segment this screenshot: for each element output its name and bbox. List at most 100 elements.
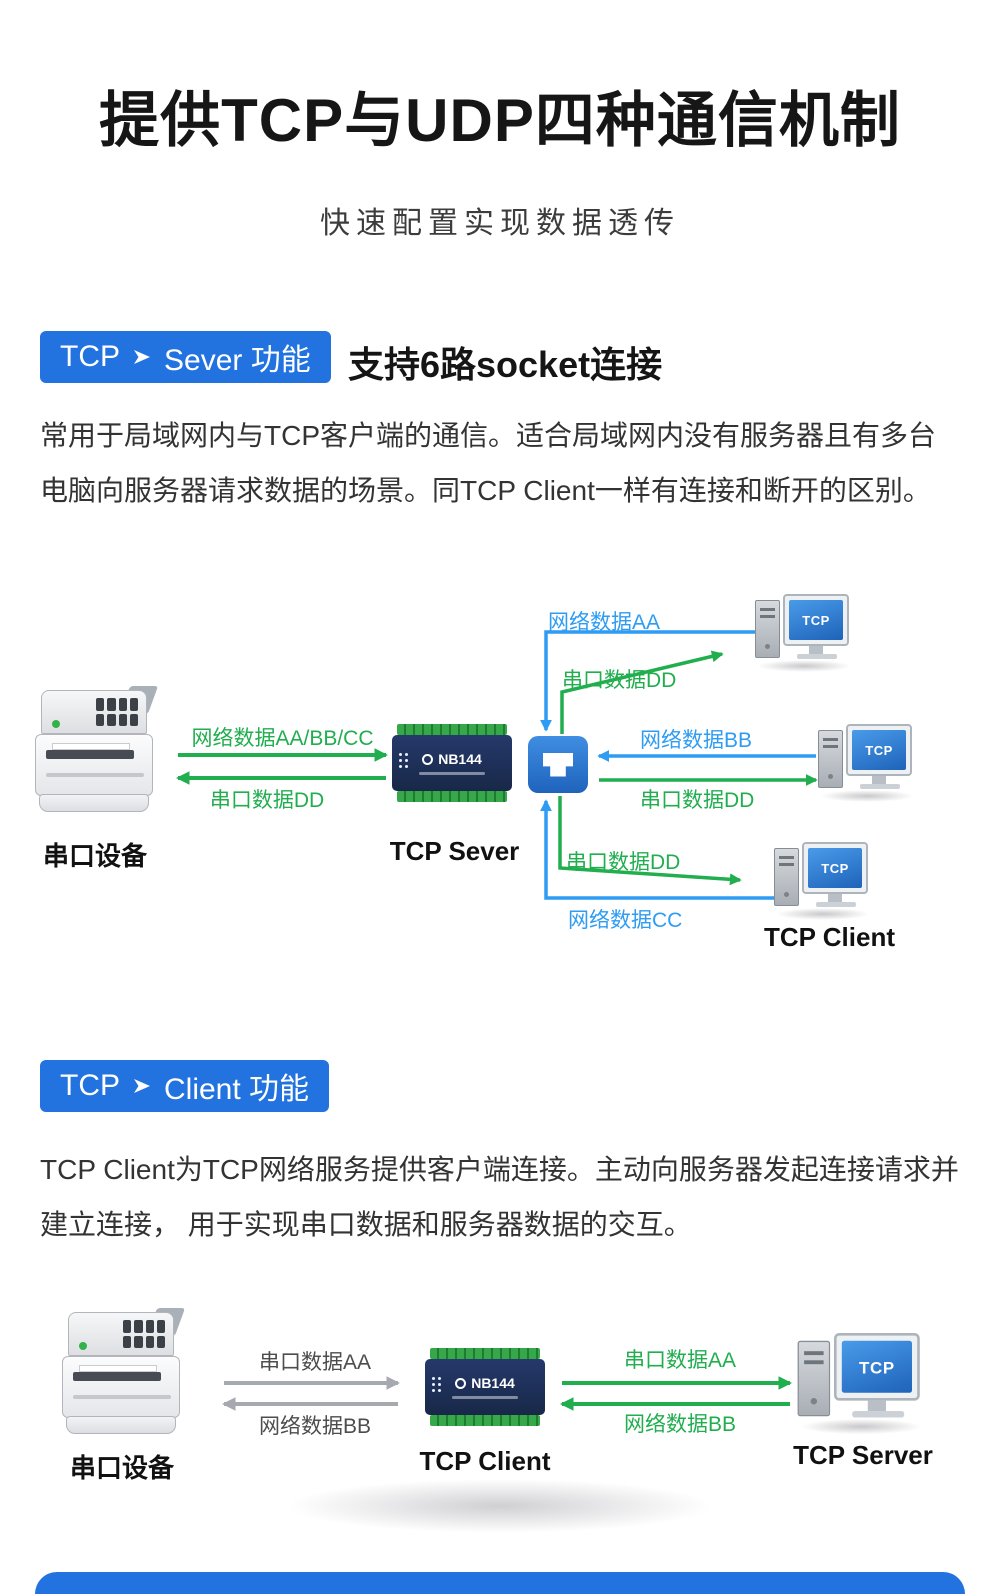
serial-device-label: 串口设备 xyxy=(42,841,147,871)
terminal-strip-top xyxy=(397,724,507,735)
badge-tcp-label: TCP xyxy=(60,340,120,373)
badge-arrow-icon xyxy=(132,1077,152,1095)
tcp-server-badge: TCP Sever 功能 xyxy=(40,331,331,383)
arrow-client-top-serial xyxy=(560,650,724,734)
device-brand: NB144 xyxy=(455,1375,515,1391)
monitor-stand xyxy=(872,776,886,784)
computer-monitor: TCP xyxy=(802,842,868,894)
computer-tower xyxy=(755,600,780,658)
computer-tower xyxy=(774,848,799,906)
printer-keypad xyxy=(96,698,138,726)
serial-device-illustration xyxy=(62,1308,186,1442)
tcp-client-caption: TCP Client xyxy=(764,922,895,952)
serial-server-device: NB144 xyxy=(392,724,512,802)
page-subtitle: 快速配置实现数据透传 xyxy=(320,207,680,240)
monitor-base xyxy=(797,654,837,659)
pc-client-middle: TCP xyxy=(816,724,916,802)
printer-body xyxy=(35,734,153,796)
device-model: NB144 xyxy=(438,751,482,767)
monitor-screen-text: TCP xyxy=(802,612,830,628)
computer-monitor: TCP xyxy=(834,1333,920,1401)
printer-paper xyxy=(52,743,130,750)
device-logo-icon xyxy=(455,1377,467,1389)
rj45-connector-icon xyxy=(543,752,573,777)
tcp-server-caption: TCP Server xyxy=(793,1440,933,1470)
terminal-strip-top xyxy=(430,1348,540,1359)
tcp-client-description: TCP Client为TCP网络服务提供客户端连接。主动向服务器发起连接请求并建… xyxy=(40,1154,959,1240)
pc-client-bottom: TCP xyxy=(772,842,872,920)
monitor-screen: TCP xyxy=(852,730,906,770)
label-net-data-bb: 网络数据BB xyxy=(640,729,753,752)
ethernet-port-icon xyxy=(528,736,588,793)
printer-lower-slot xyxy=(73,1395,171,1399)
badge-arrow-icon xyxy=(132,348,152,366)
label-serial-data-dd-left: 串口数据DD xyxy=(209,789,325,812)
badge-function-label: Client 功能 xyxy=(164,1073,310,1106)
computer-tower xyxy=(818,730,843,788)
pc-tcp-server: TCP xyxy=(795,1333,925,1435)
label-serial-data-aa-left: 串口数据AA xyxy=(258,1351,371,1374)
page-title: 提供TCP与UDP四种通信机制 xyxy=(99,87,901,154)
monitor-stand xyxy=(828,894,842,902)
printer-output-slot xyxy=(73,1372,161,1381)
printer-paper xyxy=(79,1365,157,1372)
device-subtitle-line xyxy=(452,1396,518,1399)
label-serial-data-dd-bottom: 串口数据DD xyxy=(566,851,681,874)
arrow-client-bottom-serial xyxy=(558,796,742,886)
serial-device-illustration xyxy=(35,686,159,820)
label-net-data-cc: 网络数据CC xyxy=(568,909,683,932)
tcp-client-arrows xyxy=(221,1376,793,1411)
label-serial-data-aa-right: 串口数据AA xyxy=(623,1349,736,1372)
monitor-screen-text: TCP xyxy=(859,1357,895,1377)
section-soft-shadow xyxy=(280,1478,720,1534)
printer-lower-slot xyxy=(46,773,144,777)
tcp-server-description: 常用于局域网内与TCP客户端的通信。适合局域网内没有服务器且有多台电脑向服务器请… xyxy=(40,420,937,506)
terminal-strip-bottom xyxy=(430,1415,540,1426)
terminal-strip-bottom xyxy=(397,791,507,802)
pc-client-top: TCP xyxy=(753,594,853,672)
computer-tower xyxy=(797,1340,831,1417)
printer-body xyxy=(62,1356,180,1418)
printer-foot xyxy=(39,794,149,812)
printer-top-panel xyxy=(68,1312,174,1356)
computer-shadow xyxy=(776,908,870,920)
arrow-client-top-net xyxy=(540,630,756,732)
computer-monitor: TCP xyxy=(783,594,849,646)
label-serial-data-dd-middle: 串口数据DD xyxy=(640,789,755,812)
serial-device-label: 串口设备 xyxy=(69,1453,174,1483)
device-model: NB144 xyxy=(471,1375,515,1391)
device-leds xyxy=(432,1377,441,1392)
label-net-data-bb-left: 网络数据BB xyxy=(258,1415,371,1438)
printer-led xyxy=(52,720,60,728)
device-body: NB144 xyxy=(425,1359,545,1415)
tcp-server-device-label: TCP Sever xyxy=(389,836,520,866)
printer-keypad xyxy=(123,1320,165,1348)
monitor-screen: TCP xyxy=(841,1340,912,1393)
label-net-data-aa: 网络数据AA xyxy=(548,611,661,634)
monitor-screen-text: TCP xyxy=(821,860,849,876)
computer-shadow xyxy=(757,660,851,672)
monitor-screen-text: TCP xyxy=(865,742,893,758)
device-leds xyxy=(399,753,408,768)
monitor-base xyxy=(860,784,900,789)
device-brand: NB144 xyxy=(422,751,482,767)
printer-foot xyxy=(66,1416,176,1434)
monitor-stand xyxy=(809,646,823,654)
monitor-base xyxy=(852,1411,905,1418)
tcp-client-badge: TCP Client 功能 xyxy=(40,1060,330,1112)
computer-monitor: TCP xyxy=(846,724,912,776)
monitor-stand xyxy=(867,1400,886,1411)
tcp-server-heading: 支持6路socket连接 xyxy=(348,344,663,385)
next-section-top-bar xyxy=(35,1572,965,1594)
label-net-data-bb-right: 网络数据BB xyxy=(623,1413,736,1436)
badge-tcp-label: TCP xyxy=(60,1069,120,1102)
tcp-server-arrows xyxy=(175,630,818,900)
tcp-client-device-label: TCP Client xyxy=(419,1446,551,1476)
monitor-base xyxy=(816,902,856,907)
computer-shadow xyxy=(800,1418,923,1435)
badge-function-label: Sever 功能 xyxy=(164,344,311,377)
device-logo-icon xyxy=(422,753,434,765)
monitor-screen: TCP xyxy=(789,600,843,640)
computer-shadow xyxy=(820,790,914,802)
